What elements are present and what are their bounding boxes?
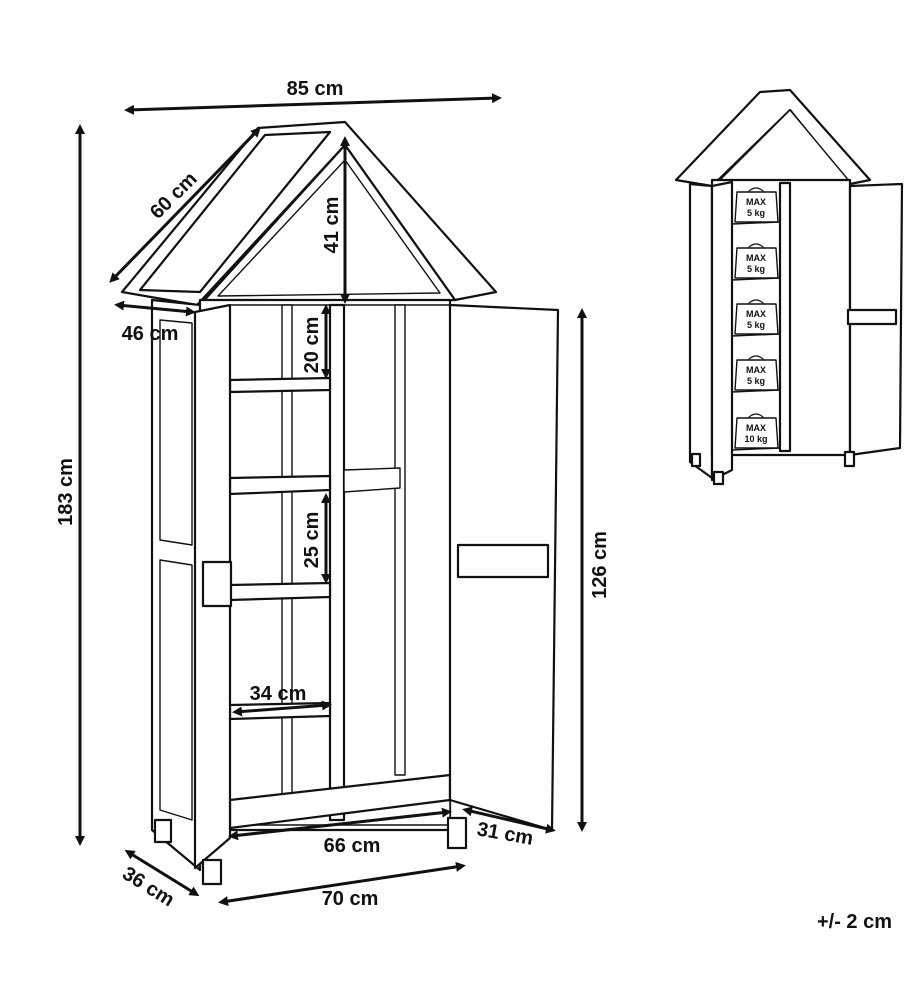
foot-right xyxy=(446,816,468,850)
load-label-max: MAX xyxy=(746,365,766,375)
arrow-roof-depth xyxy=(109,127,261,283)
weight-icon: MAX 5 kg xyxy=(734,299,779,335)
label-roof-height: 41 cm xyxy=(321,197,343,254)
main-cabinet-drawing xyxy=(120,120,560,886)
label-base-width: 70 cm xyxy=(322,888,379,910)
load-label-max: MAX xyxy=(746,423,766,433)
left-side-lower-frame xyxy=(159,559,193,821)
small-left-door xyxy=(710,180,734,482)
load-label-kg: 5 kg xyxy=(747,264,765,274)
label-door-height: 126 cm xyxy=(589,531,611,599)
label-inner-width: 66 cm xyxy=(324,835,381,857)
right-door-handle xyxy=(456,543,550,579)
arrow-base-depth xyxy=(124,849,200,897)
small-divider xyxy=(778,181,792,453)
label-shelf-gap-mid: 25 cm xyxy=(301,512,323,569)
small-foot-1 xyxy=(690,452,702,468)
left-door-handle xyxy=(201,560,233,608)
arrow-door-depth xyxy=(462,806,556,834)
weight-icon: MAX 5 kg xyxy=(734,355,779,391)
load-label-kg: 10 kg xyxy=(744,434,767,444)
foot-left-front xyxy=(201,858,223,886)
shelf-3 xyxy=(228,581,332,602)
gable-inner xyxy=(217,159,441,297)
small-roof xyxy=(674,88,872,188)
arrow-shelf-depth xyxy=(232,700,332,717)
load-label-kg: 5 kg xyxy=(747,320,765,330)
small-foot-3 xyxy=(843,450,856,468)
back-post-right xyxy=(394,304,406,776)
label-total-height: 183 cm xyxy=(55,458,77,526)
load-label-max: MAX xyxy=(746,197,766,207)
tolerance-note: +/- 2 cm xyxy=(817,911,892,933)
load-label-max: MAX xyxy=(746,309,766,319)
load-label-kg: 5 kg xyxy=(747,376,765,386)
arrow-base-width xyxy=(218,861,466,907)
load-label-kg: 5 kg xyxy=(747,208,765,218)
weight-icon: MAX 5 kg xyxy=(734,187,779,223)
small-left-side xyxy=(688,182,714,480)
load-capacity-drawing: MAX 5 kg MAX 5 kg MAX 5 kg MAX 5 kg MAX … xyxy=(674,88,904,486)
label-side-depth: 46 cm xyxy=(122,323,179,345)
arrow-inner-width xyxy=(228,807,452,841)
small-foot-2 xyxy=(712,470,725,486)
label-shelf-depth: 34 cm xyxy=(250,683,307,705)
arrow-width-top xyxy=(124,93,502,115)
small-door-handle xyxy=(846,308,898,326)
dimension-arrows xyxy=(75,93,587,907)
shelf-1 xyxy=(228,376,332,394)
right-rail xyxy=(343,467,401,493)
shelf-2 xyxy=(228,474,332,496)
label-shelf-gap-top: 20 cm xyxy=(301,317,323,374)
center-divider xyxy=(328,303,346,822)
label-base-depth: 36 cm xyxy=(118,863,178,912)
weight-icon: MAX 10 kg xyxy=(734,413,779,449)
label-width-top: 85 cm xyxy=(287,78,344,100)
arrow-side-depth xyxy=(114,300,196,317)
weight-icon: MAX 5 kg xyxy=(734,243,779,279)
left-side-upper-frame xyxy=(159,319,193,546)
load-label-max: MAX xyxy=(746,253,766,263)
foot-left-back xyxy=(153,818,173,844)
